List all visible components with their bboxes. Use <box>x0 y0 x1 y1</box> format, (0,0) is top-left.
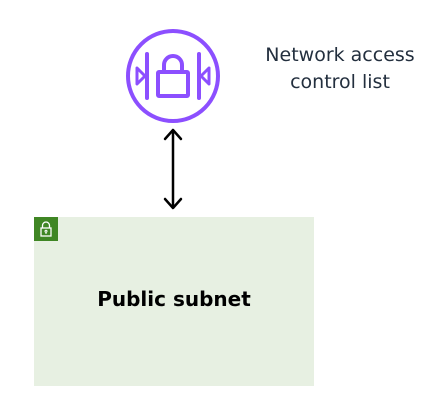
double-arrow-connector <box>163 128 183 210</box>
nacl-label-line2: control list <box>290 71 390 93</box>
public-subnet-box: Public subnet <box>34 217 314 386</box>
nacl-label: Network access control list <box>240 42 440 96</box>
network-acl-icon <box>126 29 220 123</box>
nacl-label-line1: Network access <box>265 44 415 66</box>
subnet-title: Public subnet <box>97 287 251 311</box>
subnet-badge <box>34 217 58 241</box>
lock-icon <box>40 221 52 237</box>
